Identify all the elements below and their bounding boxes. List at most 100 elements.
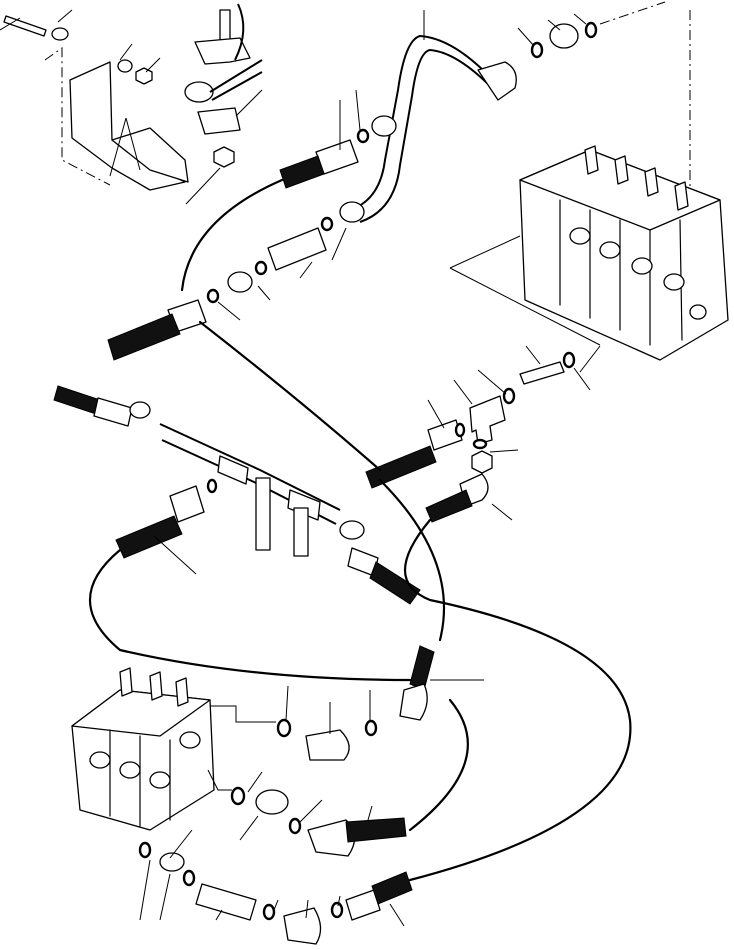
valve-knob-lower-2 <box>149 671 163 701</box>
lower-hose-fittings <box>138 645 435 945</box>
tee-left-fitting <box>427 419 463 451</box>
o-ring-lower-6 <box>182 869 196 887</box>
hose-end-tee-left <box>365 445 437 489</box>
adapter-upper-mid <box>371 115 397 137</box>
valve-port-lower-3 <box>149 771 171 789</box>
o-ring-mid <box>320 216 334 232</box>
clamp-nut <box>213 146 235 168</box>
hose-end-manifold <box>115 515 183 559</box>
nut <box>117 59 133 73</box>
hose-end-lower-1 <box>409 645 435 691</box>
bracket-channel <box>111 127 189 183</box>
valve-port-4 <box>663 273 685 291</box>
o-ring-lower-3 <box>230 786 246 806</box>
o-ring-mid-3 <box>206 288 220 304</box>
hose-4 <box>378 478 446 642</box>
o-ring-lower-1 <box>364 719 378 737</box>
hose-end-mid <box>107 313 181 361</box>
o-ring-mid-2 <box>254 260 268 276</box>
hose-fitting-left <box>93 397 133 427</box>
adapter-left <box>129 401 151 419</box>
hose-3 <box>88 548 412 682</box>
adapter-lower-2 <box>159 852 185 872</box>
hose-1 <box>180 178 284 292</box>
bracket-plate <box>69 61 186 191</box>
o-ring-upper-right-2 <box>584 21 598 39</box>
elbow-lower-4 <box>283 907 322 945</box>
nut-2 <box>135 67 153 85</box>
hose-end-left <box>53 385 101 415</box>
pipe-clamp-assembly <box>184 3 263 168</box>
elbow-lower-1 <box>399 683 428 721</box>
valve-top-face-lower <box>71 689 211 737</box>
hose-end-manifold-right <box>369 561 421 605</box>
valve-port-lower-1 <box>89 751 111 769</box>
leader-lines <box>0 9 591 927</box>
control-valve-upper <box>449 145 729 361</box>
tee-fitting-assembly <box>365 345 601 523</box>
o-ring-lower-5 <box>138 841 152 859</box>
adapter-upper-right <box>549 23 579 49</box>
valve-reference-lines <box>449 235 601 346</box>
spacer-tube-mid <box>267 227 327 271</box>
manifold-block-2 <box>287 489 321 521</box>
o-ring-tee-4 <box>472 438 488 450</box>
adapter-mid <box>339 201 365 223</box>
valve-port-2 <box>599 241 621 259</box>
hose-end-upper <box>279 155 325 189</box>
hose-6 <box>408 698 469 832</box>
valve-knob-3 <box>644 167 659 197</box>
clamp-pipe-stub <box>209 59 263 101</box>
valve-port-lower-4 <box>179 731 201 749</box>
tee-adapter <box>519 361 565 385</box>
valve-sections <box>559 199 683 346</box>
manifold-tube-assembly <box>53 385 421 605</box>
o-ring-tee-1 <box>502 387 516 405</box>
tee-lower-nut <box>471 450 493 474</box>
bolt <box>3 15 47 37</box>
control-valve-lower <box>71 667 276 831</box>
tee-reference-lines <box>579 345 601 373</box>
clamp-fitting <box>184 81 214 103</box>
o-ring-lower-4 <box>288 817 302 835</box>
clamp-block-lower <box>197 107 241 135</box>
elbow-fitting-upper <box>477 61 517 101</box>
valve-port-1 <box>569 227 591 245</box>
hydraulic-hoses <box>88 178 632 882</box>
adapter-mid-2 <box>227 271 253 293</box>
valve-top-face <box>519 149 721 231</box>
mounting-strap-2 <box>293 507 309 557</box>
tube-fittings-mid <box>107 115 397 361</box>
hose-end-tee-lower <box>425 489 473 523</box>
o-ring-manifold-left <box>206 478 218 494</box>
tee-fitting <box>469 395 506 445</box>
washer <box>51 27 69 41</box>
valve-port-5 <box>689 304 707 320</box>
hose-end-lower-3 <box>371 871 413 905</box>
steel-tube-upper <box>349 1 691 270</box>
hose-fitting-lower <box>345 889 381 921</box>
adapter-lower <box>255 789 289 815</box>
spacer-tube-lower <box>195 883 257 921</box>
phantom-line-upper <box>599 1 691 270</box>
valve-lower-reference-lines <box>207 705 276 791</box>
mounting-strap-1 <box>255 477 271 551</box>
valve-knob-1 <box>584 145 599 175</box>
o-ring-lower-7 <box>262 903 276 921</box>
valve-port-3 <box>631 257 653 275</box>
valve-knob-2 <box>614 155 629 185</box>
o-ring-lower-2 <box>276 718 292 738</box>
valve-knob-4 <box>674 181 689 211</box>
valve-port-lower-2 <box>119 761 141 779</box>
mounting-bracket-assembly <box>3 15 189 191</box>
elbow-lower-2 <box>305 729 350 761</box>
hose-5 <box>404 518 632 882</box>
hose-2 <box>198 320 382 472</box>
hose-end-lower-2 <box>345 817 407 843</box>
manifold-end-fitting <box>339 520 365 540</box>
o-ring-upper-right-1 <box>530 41 544 59</box>
o-ring-lower-8 <box>330 901 344 919</box>
upper-hose-curve <box>234 3 245 61</box>
